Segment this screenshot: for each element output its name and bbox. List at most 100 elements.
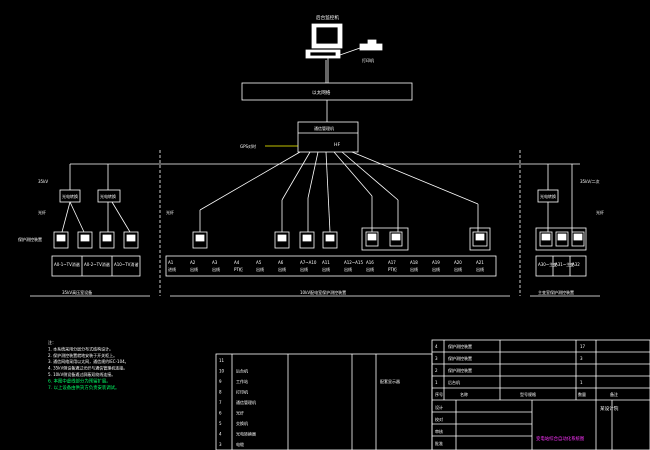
center-cell-0-b: 进线 — [168, 266, 176, 272]
relay-device-icon — [53, 227, 587, 251]
left-device-row — [51, 255, 141, 277]
tb-label-1: 校对 — [435, 416, 443, 422]
center-cell-11-a: A18 — [410, 260, 418, 265]
bom-no-7: 4 — [219, 432, 222, 437]
bom-no-3: 8 — [219, 390, 222, 395]
center-cell-14-b: 出线 — [476, 266, 484, 272]
left-cell-0: A0-1~TV消谐 — [54, 261, 80, 267]
gps-label: GPS对时 — [240, 143, 256, 149]
center-cell-0-a: A1 — [168, 260, 174, 265]
right-cell-1: A31~主变 — [555, 261, 574, 267]
center-cell-9-a: A16 — [366, 260, 374, 265]
workstation-label: 后台监控机 — [316, 14, 339, 21]
tb-no-0: 4 — [435, 344, 438, 349]
center-cell-2-a: A3 — [212, 260, 218, 265]
right-device-row — [535, 255, 587, 277]
comm-manager-sub: HF — [334, 142, 340, 148]
network-bar-label: 以太网络 — [312, 89, 331, 96]
printer-label: 打印机 — [362, 57, 374, 63]
workstation-icon — [305, 23, 343, 83]
center-cell-10-a: A17 — [388, 260, 396, 265]
tb-label-3: 批准 — [435, 440, 443, 446]
tb-header-2: 型号规格 — [520, 391, 536, 397]
center-cell-5-b: 出线 — [278, 266, 286, 272]
center-cell-13-b: 出线 — [454, 266, 462, 272]
tb-qty-0: 17 — [580, 344, 586, 349]
left-devices-label: 保护测控装置 — [18, 236, 42, 242]
note-line-3: 3. 通信网络采用以太网，通信规约IEC-104。 — [48, 358, 129, 364]
left-cell-2: A10~TV消谐 — [114, 261, 138, 267]
center-cell-13-a: A20 — [454, 260, 462, 265]
center-cell-4-a: A5 — [256, 260, 262, 265]
bom-name-1: 后台机 — [236, 368, 248, 374]
note-line-0: 注： — [48, 339, 56, 345]
left-node-1: 光电转换 — [100, 193, 116, 199]
tb-no-3: 1 — [435, 380, 438, 385]
note-line-2: 2. 保护测控装置就地安装于开关柜上。 — [48, 352, 117, 358]
bom-no-1: 10 — [219, 369, 225, 374]
bom-note-2: 配套显示器 — [380, 378, 400, 384]
center-cell-1-a: A2 — [190, 260, 196, 265]
tb-no-2: 2 — [435, 368, 438, 373]
tb-name-0: 保护测控装置 — [448, 343, 472, 349]
tb-label-0: 设计 — [435, 404, 443, 410]
bom-name-7: 光电转换器 — [236, 431, 256, 437]
title-block — [431, 339, 650, 450]
notes-block: 注：1. 本系统采用分层分布式结构设计。2. 保护测控装置就地安装于开关柜上。3… — [48, 339, 129, 391]
note-line-5: 5. 10kV侧设备通过屏蔽双绞线连接。 — [48, 371, 115, 377]
bom-no-4: 7 — [219, 400, 222, 405]
left-footer: 35kV高压室设备 — [62, 289, 92, 295]
left-cell-1: A0-2~TV消谐 — [84, 261, 110, 267]
note-line-7: 7. 以上设备由供货方负责安装调试。 — [48, 384, 119, 391]
center-cell-3-a: A4 — [234, 260, 240, 265]
tb-header-0: 序号 — [435, 391, 443, 397]
left-switch-label: 光纤 — [38, 209, 46, 215]
right-footer: 主变室保护测控装置 — [538, 289, 574, 295]
center-cell-3-b: PT柜 — [234, 266, 243, 272]
tb-name-1: 保护测控装置 — [448, 355, 472, 361]
tb-name-3: 后台机 — [448, 379, 460, 385]
center-cell-2-b: 出线 — [212, 266, 220, 272]
right-cell-2: A32 — [572, 262, 580, 267]
company-label: 某设计院 — [600, 405, 619, 412]
drawing-title-stamp: 变电站综合自动化系统图 — [536, 435, 585, 442]
bom-name-5: 光纤 — [236, 410, 244, 416]
bom-name-8: 电缆 — [236, 441, 244, 447]
center-cells: A1进线A2出线A3出线A4PT柜A5出线A6出线A7~A10出线A11出线A1… — [168, 260, 484, 272]
tb-qty-3: 1 — [580, 380, 583, 385]
center-cell-8-a: A12~A15 — [344, 260, 363, 265]
left-bus-label: 35kV — [38, 179, 48, 184]
note-line-6: 6. 本图中虚线部分为预留扩展。 — [48, 377, 111, 384]
right-bus-label: 35kV/二次 — [580, 178, 600, 184]
comm-manager-box — [297, 121, 359, 153]
bom-name-3: 打印机 — [236, 389, 248, 395]
center-device-row — [165, 255, 497, 277]
bom-name-4: 通信管理机 — [236, 399, 256, 405]
tb-header-4: 备注 — [610, 391, 618, 397]
right-cell-0: A30~主变 — [538, 261, 557, 267]
bom-no-0: 11 — [219, 358, 225, 363]
tb-qty-1: 3 — [580, 356, 583, 361]
center-cell-12-a: A19 — [432, 260, 440, 265]
center-cell-4-b: 出线 — [256, 266, 264, 272]
tb-name-2: 保护测控装置 — [448, 367, 472, 373]
right-switch-label: 光纤 — [596, 209, 604, 215]
center-cell-9-b: 出线 — [366, 266, 374, 272]
center-cell-6-a: A7~A10 — [300, 260, 317, 265]
center-cell-11-b: 出线 — [410, 266, 418, 272]
bom-no-6: 5 — [219, 421, 222, 426]
bom-name-6: 交换机 — [236, 420, 248, 426]
bom-name-2: 工作站 — [236, 378, 248, 384]
bom-no-8: 3 — [219, 442, 222, 447]
note-line-1: 1. 本系统采用分层分布式结构设计。 — [48, 345, 113, 351]
center-cell-14-a: A21 — [476, 260, 484, 265]
bom-no-5: 6 — [219, 411, 222, 416]
center-cell-7-b: 出线 — [322, 266, 330, 272]
center-cell-10-b: PT柜 — [388, 266, 397, 272]
tb-label-2: 审核 — [435, 428, 443, 434]
keyboard-icon — [339, 39, 383, 56]
